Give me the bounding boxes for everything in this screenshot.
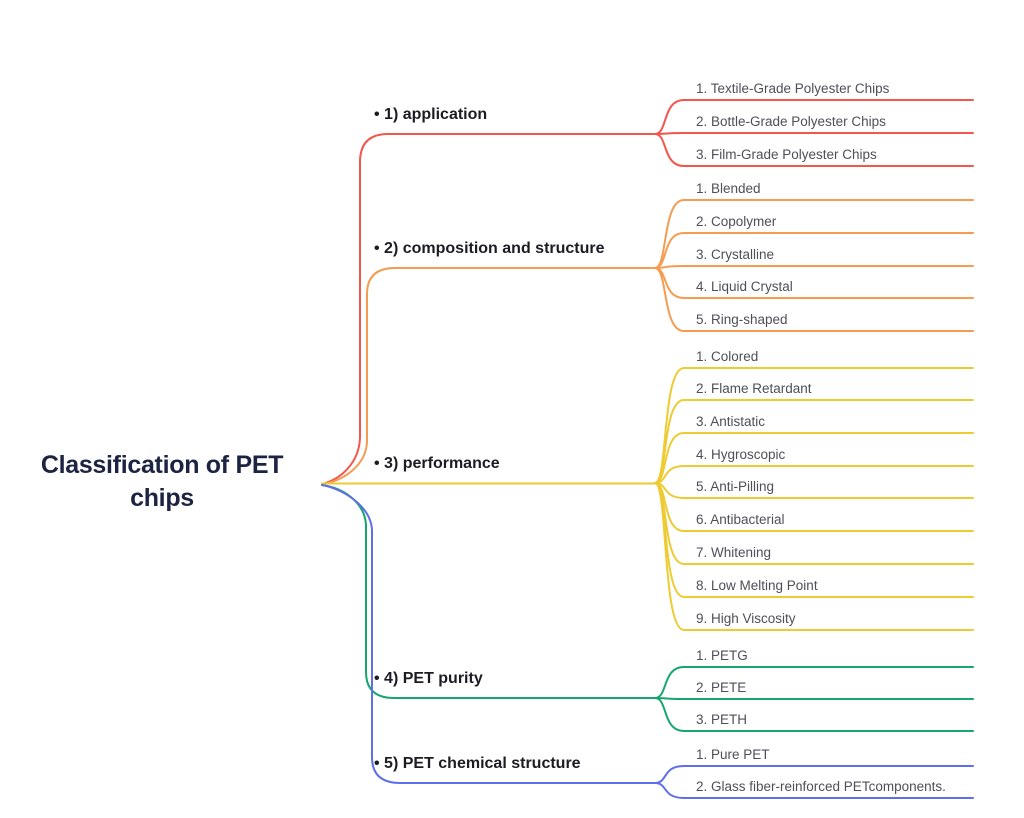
leaf-node[interactable]: 1. Colored xyxy=(696,349,759,364)
leaf-connector-line xyxy=(654,765,974,784)
leaf-node[interactable]: 2. PETE xyxy=(696,680,747,695)
leaf-node[interactable]: 2. Copolymer xyxy=(696,214,777,229)
leaf-node[interactable]: 2. Bottle-Grade Polyester Chips xyxy=(696,114,886,129)
leaf-node[interactable]: 8. Low Melting Point xyxy=(696,578,818,593)
root-node[interactable]: Classification of PET chips xyxy=(40,451,284,512)
leaf-node[interactable]: 7. Whitening xyxy=(696,545,772,560)
leaf-node[interactable]: 1. Pure PET xyxy=(696,747,770,762)
leaf-connector-line xyxy=(654,782,974,799)
leaf-node[interactable]: 5. Anti-Pilling xyxy=(696,479,775,494)
leaf-node[interactable]: 5. Ring-shaped xyxy=(696,312,788,327)
leaf-connector-line xyxy=(654,232,974,269)
leaf-connector-line xyxy=(654,132,974,135)
leaf-node[interactable]: 4. Hygroscopic xyxy=(696,447,786,462)
leaf-connector-line xyxy=(654,133,974,167)
leaf-connector-line xyxy=(654,697,974,700)
leaf-connector-line xyxy=(654,482,974,631)
branch-node-pet-purity[interactable]: • 4) PET purity xyxy=(374,670,483,687)
leaf-node[interactable]: 3. Crystalline xyxy=(696,247,775,262)
leaf-connector-line xyxy=(654,666,974,699)
branch-2-stem-line xyxy=(321,267,656,485)
branch-5-stem-line xyxy=(321,484,656,784)
leaf-node[interactable]: 6. Antibacterial xyxy=(696,512,785,527)
leaf-connector-line xyxy=(654,697,974,732)
leaf-node[interactable]: 2. Glass fiber-reinforced PETcomponents. xyxy=(696,779,946,794)
branch-node-performance[interactable]: • 3) performance xyxy=(374,455,500,472)
leaf-node[interactable]: 4. Liquid Crystal xyxy=(696,279,793,294)
leaf-connector-line xyxy=(654,432,974,484)
branch-node-application[interactable]: • 1) application xyxy=(374,106,488,123)
leaf-connector-line xyxy=(654,199,974,269)
leaf-connector-line xyxy=(654,465,974,484)
leaf-connector-line xyxy=(654,399,974,484)
leaf-connector-line xyxy=(654,99,974,135)
leaf-connector-line xyxy=(654,265,974,269)
leaf-node[interactable]: 1. Blended xyxy=(696,181,761,196)
leaf-connector-line xyxy=(654,267,974,332)
branch-node-composition-and-structure[interactable]: • 2) composition and structure xyxy=(374,240,605,257)
leaf-node[interactable]: 9. High Viscosity xyxy=(696,611,796,626)
leaf-node[interactable]: 3. Antistatic xyxy=(696,414,766,429)
leaf-node[interactable]: 1. PETG xyxy=(696,648,748,663)
leaf-node[interactable]: 3. PETH xyxy=(696,712,748,727)
branch-1-stem-line xyxy=(321,133,656,485)
leaf-node[interactable]: 1. Textile-Grade Polyester Chips xyxy=(696,81,890,96)
branch-node-pet-chemical-structure[interactable]: • 5) PET chemical structure xyxy=(374,755,581,772)
leaf-node[interactable]: 2. Flame Retardant xyxy=(696,381,812,396)
leaf-node[interactable]: 3. Film-Grade Polyester Chips xyxy=(696,147,877,162)
